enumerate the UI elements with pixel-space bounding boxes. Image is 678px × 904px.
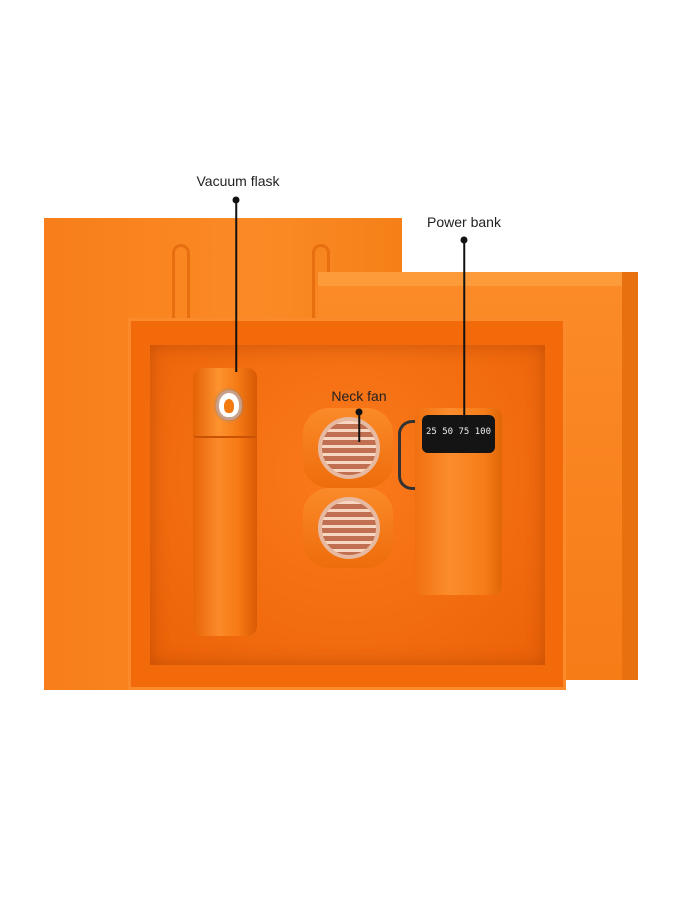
bag-handle-left [172, 244, 190, 324]
box-lid-side [622, 272, 638, 680]
fan-grille-icon [318, 497, 380, 559]
fan-grille-icon [318, 417, 380, 479]
callout-line [463, 240, 465, 425]
callout-line [358, 412, 360, 442]
callout-label-neck-fan: Neck fan [331, 388, 387, 404]
flame-logo-icon [216, 390, 242, 420]
callout-line [235, 200, 237, 372]
power-bank-lanyard [398, 420, 420, 490]
box-lid-top [318, 272, 638, 286]
callout-label-power-bank: Power bank [427, 214, 501, 230]
power-bank-display: 25 50 75 100 [422, 415, 495, 453]
callout-label-vacuum-flask: Vacuum flask [196, 173, 280, 189]
